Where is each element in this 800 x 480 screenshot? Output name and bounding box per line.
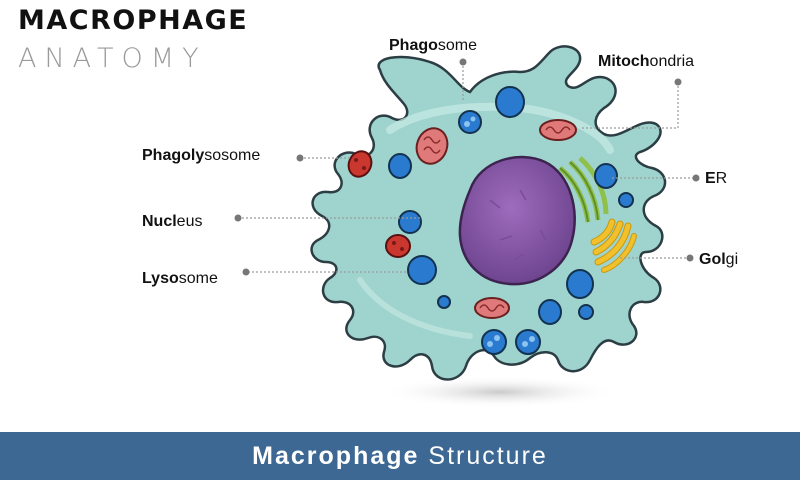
mitochondrion (415, 127, 449, 165)
footer-title-rest: Structure (428, 442, 548, 470)
title-sub: ANATOMY (18, 43, 207, 74)
label-phagosome: Phagosome (389, 37, 478, 54)
label-lysosome: Lysosome (142, 270, 218, 287)
lysosome (385, 234, 411, 258)
cytoplasm-highlight (357, 277, 473, 339)
label-er: ER (705, 170, 728, 187)
nucleus (458, 155, 576, 286)
label-mitochondria: Mitochondria (598, 53, 695, 70)
nucleus-texture (489, 189, 547, 261)
vesicle (618, 192, 634, 208)
mitochondrion (474, 297, 510, 319)
phagosome (481, 329, 507, 355)
label-phagolysosome: Phagolysosome (142, 147, 261, 164)
vesicle (578, 304, 594, 320)
title-block: MACROPHAGE ANATOMY (18, 2, 248, 78)
footer-banner: Macrophage Structure (0, 432, 800, 480)
golgi-apparatus (590, 218, 637, 273)
leader-lines (238, 62, 694, 273)
title-main: MACROPHAGE (18, 5, 249, 36)
cell-shadow (380, 376, 620, 408)
vesicle (398, 210, 422, 234)
vesicle (407, 255, 437, 285)
phagosome (515, 329, 541, 355)
leader-dots (234, 58, 700, 276)
vesicle (388, 153, 412, 179)
macrophage-diagram (234, 45, 700, 408)
mitochondrion (539, 119, 577, 141)
vesicle (495, 86, 525, 118)
vesicle (594, 163, 618, 189)
vesicle (566, 269, 594, 299)
phagolysosome (347, 150, 373, 178)
vesicle (437, 295, 451, 309)
vesicle (538, 299, 562, 325)
footer-title-bold: Macrophage (252, 442, 420, 470)
label-nucleus: Nucleus (142, 213, 203, 230)
phagosome (458, 110, 482, 134)
label-golgi: Golgi (699, 251, 739, 268)
